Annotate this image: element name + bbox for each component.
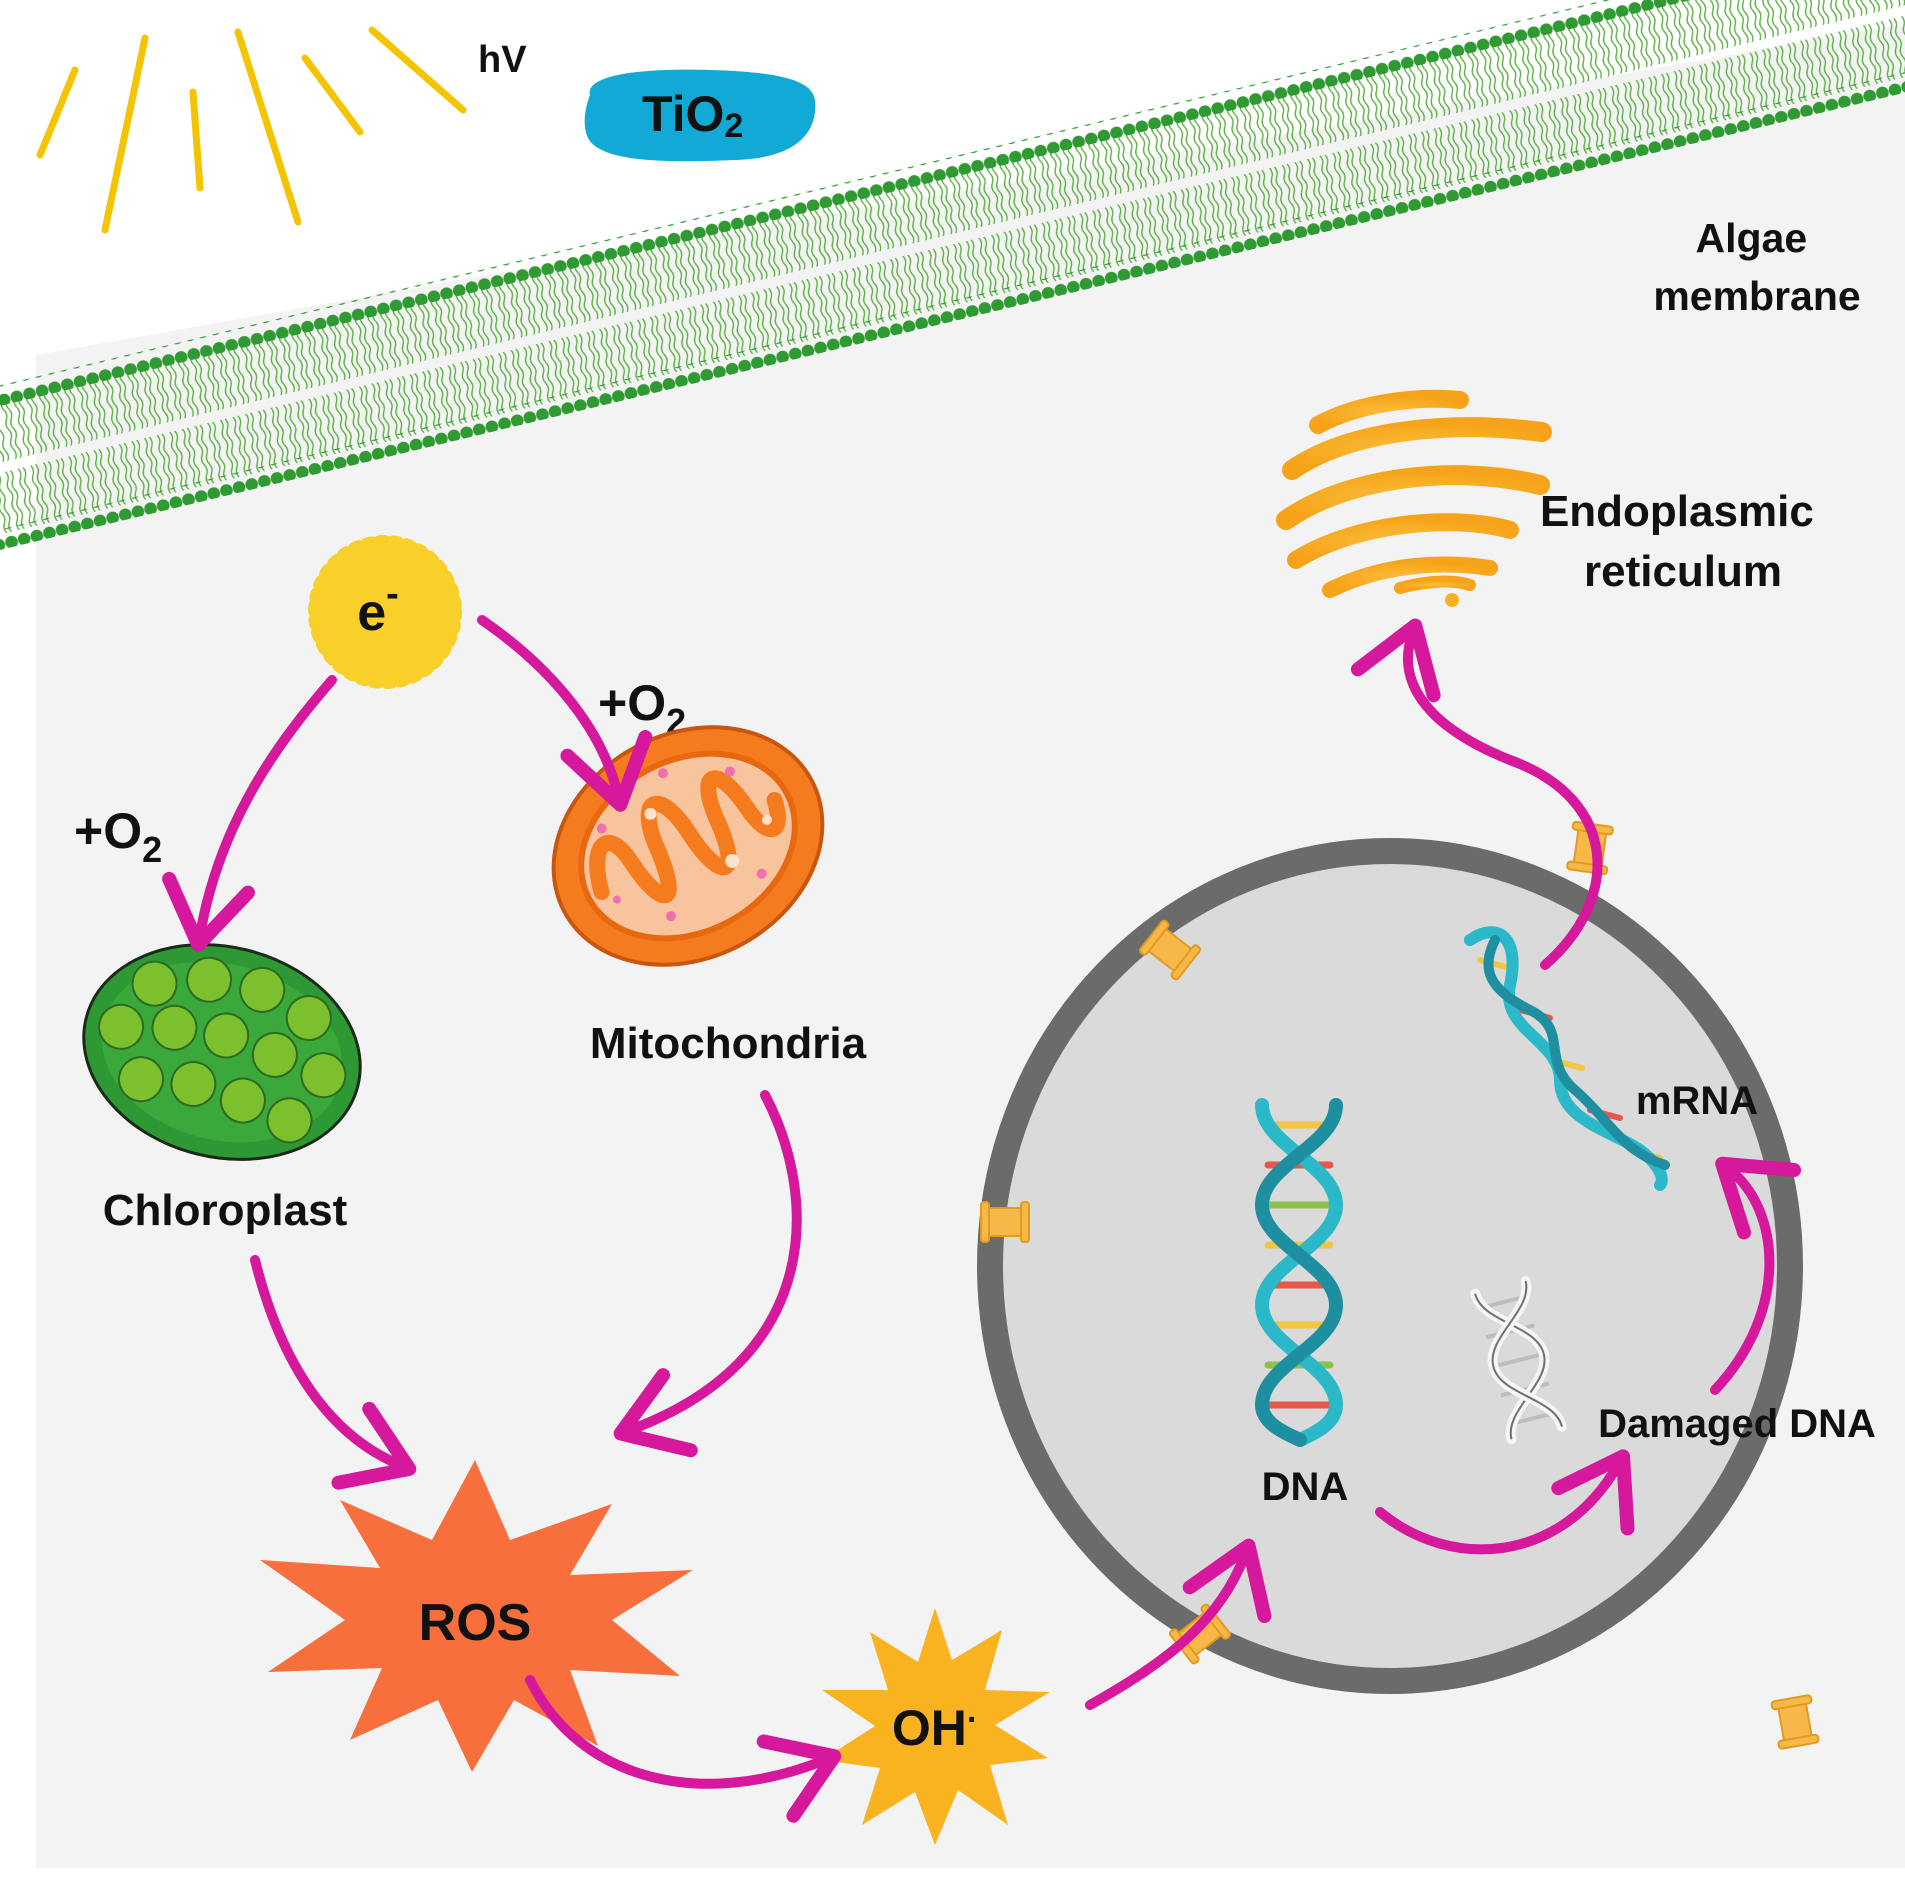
arrow-ros-to-oh [525, 1675, 842, 1823]
o2-label-left: +O [74, 803, 142, 859]
oh-label: OH [892, 1700, 967, 1756]
er-label-line2: reticulum [1584, 547, 1782, 596]
o2-subscript-left: 2 [142, 829, 162, 870]
mrna-icon [1464, 926, 1670, 1191]
mrna-label: mRNA [1636, 1079, 1758, 1123]
nucleus [977, 838, 1803, 1694]
tio2-label: TiO [642, 86, 724, 142]
ros-label: ROS [419, 1594, 532, 1652]
dna-helix-icon [1254, 1098, 1344, 1447]
membrane-label-line1: Algae [1695, 215, 1807, 261]
arrow-dna-to-damaged-dna [1375, 1449, 1635, 1555]
arrow-mrna-to-er [1350, 618, 1603, 970]
endoplasmic-reticulum-icon [1276, 389, 1552, 607]
damaged-dna-icon [1470, 1276, 1567, 1445]
svg-text:Algae membrane: Algae membrane [1653, 215, 1860, 319]
arrow-oh-to-dna [1085, 1538, 1272, 1710]
ros-burst: ROS [260, 1460, 693, 1772]
nuclear-pores [980, 820, 1820, 1750]
electron-superscript: - [386, 573, 399, 615]
sun-rays-icon [36, 26, 467, 234]
electron-label: e [357, 584, 386, 642]
pathway-arrows [162, 615, 1802, 1823]
arrow-electron-to-mitochondria [477, 615, 653, 812]
arrow-damaged-dna-to-mrna [1710, 1156, 1802, 1395]
damaged-dna-label: Damaged DNA [1598, 1402, 1876, 1446]
svg-text:e-: e- [357, 573, 399, 642]
er-label-line1: Endoplasmic [1540, 487, 1814, 536]
arrow-electron-to-chloroplast [162, 675, 337, 952]
algae-membrane [0, 0, 1905, 559]
svg-text:Endoplasmic reticulum: Endoplasmic reticulum [1540, 487, 1826, 596]
svg-text:OH·: OH· [892, 1700, 978, 1756]
tio2-nanoparticle: TiO2 [584, 69, 816, 162]
oh-dot: · [967, 1701, 978, 1739]
tio2-subscript: 2 [724, 107, 743, 145]
dna-label: DNA [1262, 1465, 1349, 1509]
o2-label-right: +O [598, 675, 666, 731]
svg-text:+O2: +O2 [74, 803, 162, 870]
oh-radical-burst: OH· [822, 1608, 1050, 1845]
chloroplast-icon [82, 943, 362, 1161]
arrow-mitochondria-to-ros [613, 1090, 802, 1458]
svg-text:TiO2: TiO2 [642, 86, 743, 145]
arrow-chloroplast-to-ros [250, 1255, 417, 1490]
mitochondria-label: Mitochondria [590, 1019, 867, 1068]
membrane-label-line2: membrane [1653, 273, 1860, 319]
chloroplast-label: Chloroplast [103, 1186, 348, 1235]
light-label: hV [478, 39, 527, 81]
svg-text:+O2: +O2 [598, 675, 686, 742]
electron-icon: e- [308, 535, 462, 689]
